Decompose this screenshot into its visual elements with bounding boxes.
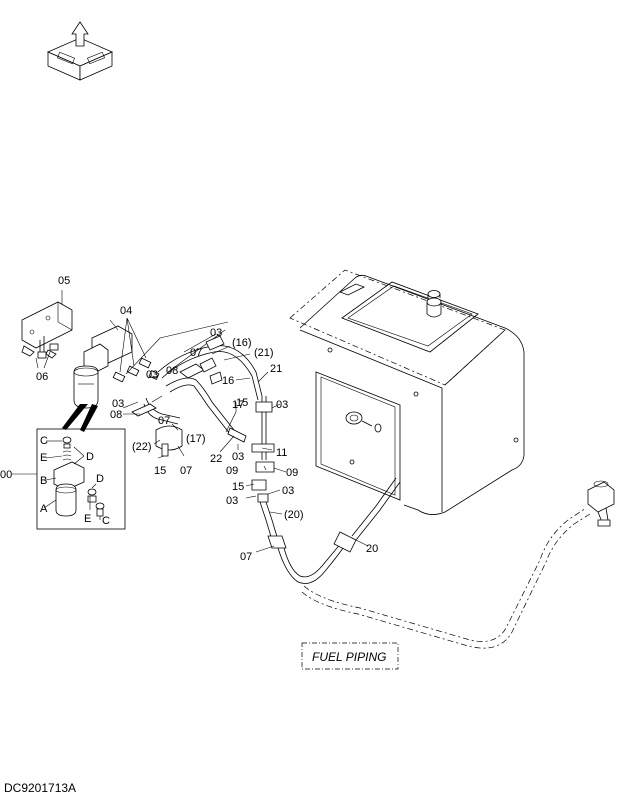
label-07-a: 07 xyxy=(190,347,202,359)
label-21: 21 xyxy=(270,363,282,375)
label-B: B xyxy=(40,475,47,487)
label-E-1: E xyxy=(40,452,47,464)
label-A: A xyxy=(40,503,48,515)
label-03-f: 03 xyxy=(282,485,294,497)
label-16: 16 xyxy=(222,375,234,387)
label-22-paren: (22) xyxy=(132,441,152,453)
label-07-b: 07 xyxy=(158,415,170,427)
label-20: 20 xyxy=(366,543,378,555)
label-09-a: 09 xyxy=(226,465,238,477)
label-15-a: 15 xyxy=(236,397,248,409)
label-16-paren: (16) xyxy=(232,337,252,349)
label-07-d: 07 xyxy=(240,551,252,563)
caption-text: FUEL PIPING xyxy=(312,650,386,664)
label-08-b: 08 xyxy=(110,409,122,421)
filter-detail-box xyxy=(36,428,126,530)
label-03-b: 03 xyxy=(146,369,158,381)
label-17: 17 xyxy=(232,399,244,411)
label-20-paren: (20) xyxy=(284,509,304,521)
leader-lines xyxy=(12,290,369,553)
label-15-c: 15 xyxy=(232,481,244,493)
part-labels: 05 04 06 03 (16) (21) 07 03 08 16 21 15 … xyxy=(0,275,378,563)
fuel-tank xyxy=(289,269,525,515)
label-D-1: D xyxy=(86,451,94,463)
label-21-paren: (21) xyxy=(254,347,274,359)
orientation-indicator-icon xyxy=(47,21,113,81)
detail-pointer xyxy=(62,404,98,432)
fuel-hoses xyxy=(131,335,615,649)
label-03-d: 03 xyxy=(112,398,124,410)
label-11: 11 xyxy=(276,447,287,459)
label-03-c: 03 xyxy=(276,399,288,411)
label-04: 04 xyxy=(120,305,132,317)
label-22: 22 xyxy=(210,453,222,465)
label-08-a: 08 xyxy=(166,365,178,377)
label-E-2: E xyxy=(84,513,91,525)
filter-bracket xyxy=(21,301,73,359)
label-C-1: C xyxy=(40,435,48,447)
label-09-b: 09 xyxy=(286,467,298,479)
fuel-filter xyxy=(73,325,133,409)
label-03-a: 03 xyxy=(210,327,222,339)
drawing-code: DC9201713A xyxy=(4,781,76,795)
fittings-cluster xyxy=(109,317,229,383)
label-17-paren: (17) xyxy=(186,433,206,445)
label-03-g: 03 xyxy=(226,495,238,507)
label-05: 05 xyxy=(58,275,70,287)
label-D-2: D xyxy=(96,473,104,485)
label-03-e: 03 xyxy=(232,451,244,463)
label-C-2: C xyxy=(102,515,110,527)
caption-box: FUEL PIPING xyxy=(301,642,399,670)
label-07-c: 07 xyxy=(180,465,192,477)
label-15-b: 15 xyxy=(154,465,166,477)
label-00: 00 xyxy=(0,469,12,481)
label-06: 06 xyxy=(36,371,48,383)
